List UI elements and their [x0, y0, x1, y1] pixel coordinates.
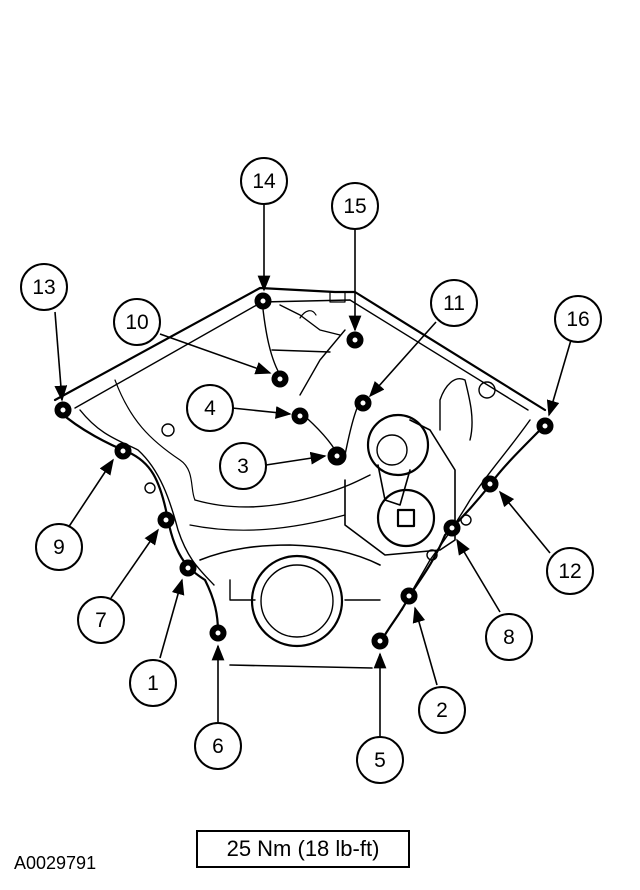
- callout-4: 4: [186, 384, 234, 432]
- bolt-1-head: [179, 559, 197, 577]
- leader-2: [412, 606, 438, 686]
- leader-12: [498, 490, 551, 554]
- leader-4: [231, 406, 292, 419]
- bolt-8-head: [443, 519, 461, 537]
- torque-spec-label: 25 Nm (18 lb-ft): [196, 830, 410, 868]
- leader-7: [110, 528, 159, 599]
- svg-text:7: 7: [95, 609, 107, 632]
- svg-text:4: 4: [204, 397, 216, 420]
- svg-text:5: 5: [374, 749, 386, 772]
- svg-text:2: 2: [436, 699, 448, 722]
- svg-text:14: 14: [252, 170, 276, 193]
- leader-9: [67, 458, 114, 529]
- bolt-15-head: [346, 331, 364, 349]
- callout-13: 13: [20, 263, 68, 311]
- bolt-6-head: [209, 624, 227, 642]
- callout-2: 2: [418, 686, 466, 734]
- bolt-11-head: [354, 394, 372, 412]
- bolt-heads: [54, 292, 554, 650]
- bolt-10-head: [271, 370, 289, 388]
- svg-text:11: 11: [443, 292, 465, 315]
- leader-8: [456, 538, 501, 613]
- callout-14: 14: [240, 157, 288, 205]
- leader-11: [368, 321, 437, 398]
- bolt-14-head: [254, 292, 272, 310]
- svg-text:15: 15: [343, 195, 366, 218]
- leader-13: [54, 311, 68, 402]
- svg-text:9: 9: [53, 536, 65, 559]
- bolt-13-head: [54, 401, 72, 419]
- bolt-7-head: [157, 511, 175, 529]
- callout-9: 9: [35, 523, 83, 571]
- bolt-9-head: [114, 442, 132, 460]
- svg-text:1: 1: [147, 672, 159, 695]
- leader-10: [159, 333, 272, 375]
- svg-text:13: 13: [32, 276, 55, 299]
- svg-text:16: 16: [566, 308, 589, 331]
- svg-text:6: 6: [212, 735, 224, 758]
- callout-16: 16: [554, 295, 602, 343]
- callout-6: 6: [194, 722, 242, 770]
- callout-1: 1: [129, 659, 177, 707]
- leader-3: [265, 451, 327, 466]
- svg-text:12: 12: [558, 560, 581, 583]
- callout-7: 7: [77, 596, 125, 644]
- bolt-16-head: [536, 417, 554, 435]
- leader-1: [159, 578, 185, 659]
- callouts: 13 14 15 10 11 16 4 3 9 7 1 6 5 2 8 12: [20, 157, 602, 784]
- callout-3: 3: [219, 442, 267, 490]
- bolt-2-head: [400, 587, 418, 605]
- svg-text:3: 3: [237, 455, 249, 478]
- svg-text:8: 8: [503, 626, 515, 649]
- callout-12: 12: [546, 547, 594, 595]
- figure-id: A0029791: [14, 853, 97, 873]
- bolt-3-head: [327, 446, 347, 466]
- callout-11: 11: [430, 279, 478, 327]
- bolt-5-head: [371, 632, 389, 650]
- callout-8: 8: [485, 613, 533, 661]
- callout-10: 10: [113, 298, 161, 346]
- bolt-4-head: [291, 407, 309, 425]
- svg-text:10: 10: [125, 311, 148, 334]
- callout-15: 15: [331, 182, 379, 230]
- leader-16: [546, 339, 572, 417]
- callout-5: 5: [356, 736, 404, 784]
- bolt-12-head: [481, 475, 499, 493]
- engine-front-cover-drawing: [53, 286, 547, 669]
- leader-arrows: [54, 205, 572, 737]
